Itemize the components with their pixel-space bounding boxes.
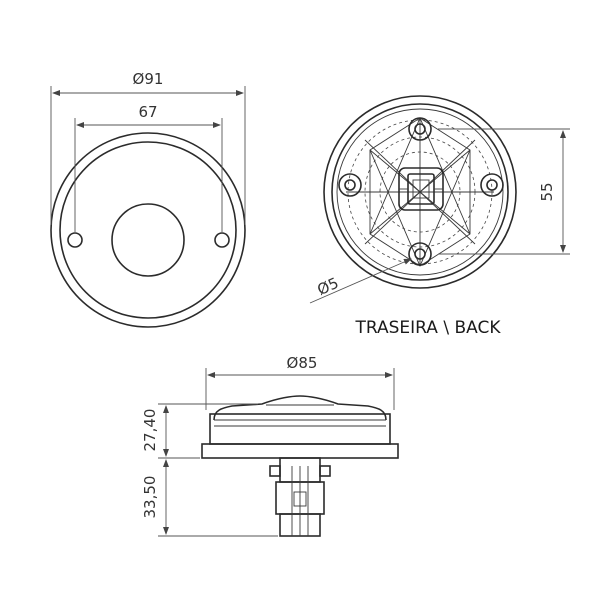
- back-hole-diameter-leader: [309, 258, 412, 304]
- side-upper-body: [209, 413, 391, 445]
- front-outer-rim: [50, 132, 246, 328]
- back-bottom-screw: [408, 242, 432, 266]
- side-lower-height-label: 33,50: [141, 476, 159, 519]
- back-left-screw: [338, 173, 362, 197]
- back-lens-pattern: [346, 117, 494, 267]
- back-hole-diameter-label: Ø5: [315, 274, 342, 299]
- front-left-mounting-hole: [67, 232, 83, 248]
- front-outer-diameter-label: Ø91: [133, 70, 164, 88]
- side-diameter-label: Ø85: [287, 354, 318, 372]
- back-top-screw: [408, 117, 432, 141]
- back-inner-rim: [331, 103, 509, 281]
- back-connector-socket: [398, 167, 444, 211]
- front-center-hub: [111, 203, 185, 277]
- front-right-mounting-hole: [214, 232, 230, 248]
- side-view: Ø85 27,40 33,50: [141, 354, 399, 537]
- side-connector: [269, 457, 331, 537]
- back-height-label: 55: [538, 182, 556, 201]
- front-hole-spacing-label: 67: [138, 103, 157, 121]
- front-inner-rim: [59, 141, 237, 319]
- back-view-caption: TRASEIRA \ BACK: [355, 318, 502, 338]
- side-flange: [201, 443, 399, 459]
- side-upper-height-label: 27,40: [141, 409, 159, 452]
- back-outer-rim: [323, 95, 517, 289]
- front-view: Ø91 67: [50, 70, 246, 328]
- side-lens-dome: [213, 395, 387, 421]
- back-right-screw: [480, 173, 504, 197]
- back-view: 55 Ø5 TRASEIRA \ BACK: [309, 95, 570, 338]
